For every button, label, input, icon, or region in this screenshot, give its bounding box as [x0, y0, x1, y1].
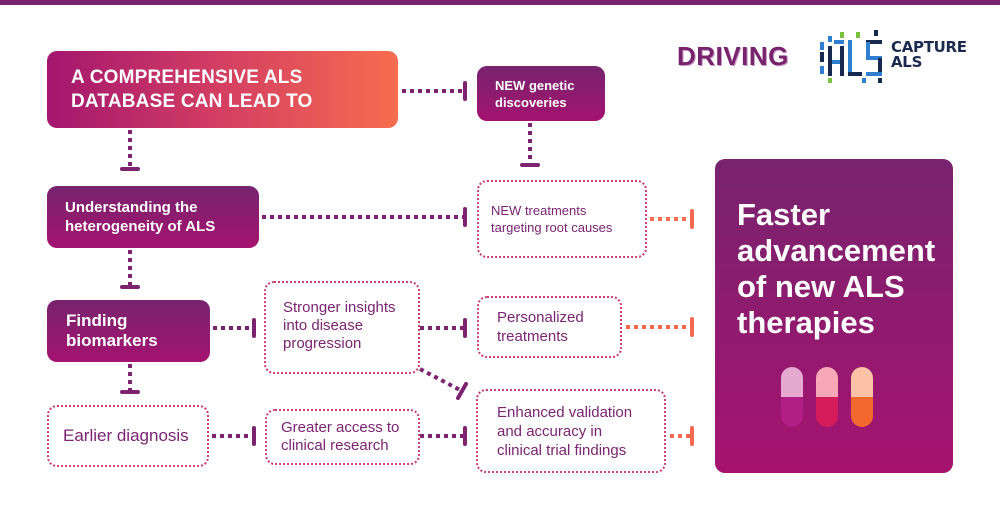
outcome-line4: therapies — [737, 305, 875, 340]
outcome-line1: Faster — [737, 197, 831, 232]
node-text: Finding — [66, 311, 128, 330]
node-text: biomarkers — [66, 331, 158, 350]
node-personalized-treatments: Personalized treatments — [477, 296, 622, 358]
pill-purple-icon — [781, 367, 803, 427]
node-earlier-diagnosis: Earlier diagnosis — [47, 405, 209, 467]
node-text: NEW genetic — [495, 77, 575, 93]
node-biomarkers: Finding biomarkers — [47, 300, 210, 362]
node-text: Stronger insights — [283, 299, 396, 316]
node-text: Greater access to — [281, 419, 400, 436]
capture-als-logo-icon — [820, 30, 882, 83]
node-text: discoveries — [495, 94, 567, 110]
pill-red-icon — [816, 367, 838, 427]
top-accent-bar — [0, 0, 1000, 5]
node-text: progression — [283, 335, 362, 352]
connector-insights-enhanced — [419, 367, 461, 392]
node-genetic-discoveries: NEW genetic discoveries — [477, 66, 605, 121]
node-heterogeneity: Understanding the heterogeneity of ALS — [47, 186, 259, 248]
driving-label: DRIVING — [677, 41, 789, 71]
node-text: Understanding the — [65, 199, 198, 216]
logo-line1: CAPTURE — [891, 38, 967, 56]
node-text: Personalized — [497, 309, 584, 326]
node-enhanced-validation: Enhanced validation and accuracy in clin… — [476, 389, 666, 473]
outcome-box: Faster advancement of new ALS therapies — [715, 159, 953, 473]
node-text: NEW treatments — [491, 203, 587, 218]
hero-line2: DATABASE CAN LEAD TO — [71, 90, 313, 112]
outcome-line2: advancement — [737, 233, 936, 268]
node-text: clinical trial findings — [497, 441, 627, 459]
hero-line1: A COMPREHENSIVE ALS — [71, 66, 303, 88]
outcome-line3: of new ALS — [737, 269, 905, 304]
node-text: heterogeneity of ALS — [65, 218, 216, 235]
node-stronger-insights: Stronger insights into disease progressi… — [264, 281, 420, 374]
node-greater-access: Greater access to clinical research — [265, 409, 420, 465]
node-text: Enhanced validation — [497, 403, 633, 421]
node-text: into disease — [283, 317, 364, 334]
logo-line2: ALS — [891, 53, 923, 71]
node-text: targeting root causes — [491, 220, 613, 235]
capture-als-wordmark: CAPTURE ALS — [891, 40, 967, 70]
node-new-treatments: NEW treatments targeting root causes — [477, 180, 647, 258]
pill-orange-icon — [851, 367, 873, 427]
connector-cap — [456, 382, 468, 400]
node-text: and accuracy in — [497, 422, 603, 440]
hero-box: A COMPREHENSIVE ALS DATABASE CAN LEAD TO — [47, 51, 398, 128]
node-text: treatments — [497, 328, 568, 345]
node-text: clinical research — [281, 437, 389, 454]
node-text: Earlier diagnosis — [63, 426, 189, 445]
